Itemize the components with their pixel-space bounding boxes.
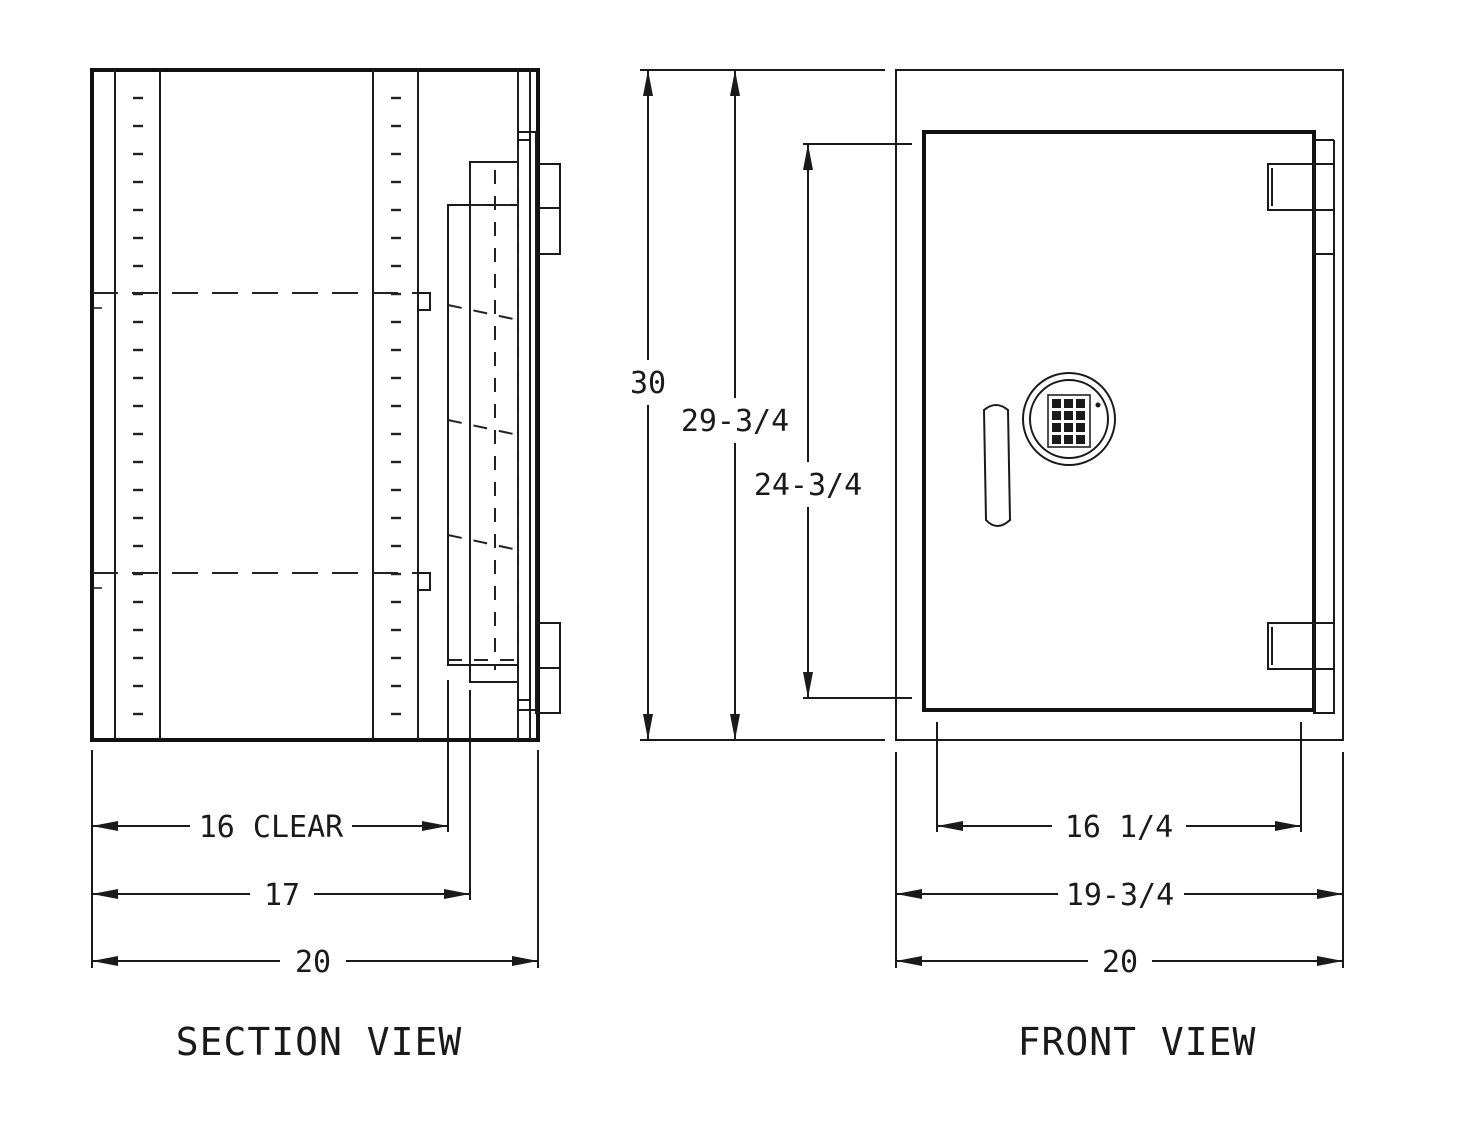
- front-view-title: FRONT VIEW: [1018, 1020, 1257, 1064]
- front-outer-body: [895, 69, 1344, 741]
- front-door: [922, 130, 1316, 712]
- front-hinge-bottom: [1267, 622, 1335, 714]
- dim-label-17: 17: [264, 878, 300, 913]
- keypad-key: [1076, 411, 1085, 420]
- dim-label-clear: 16 CLEAR: [199, 810, 344, 845]
- dim-label-30: 30: [630, 366, 666, 401]
- dim-arrow-17-left: [92, 889, 118, 899]
- dim-label-19-3-4: 19-3/4: [1066, 878, 1174, 913]
- keypad-key: [1076, 435, 1085, 444]
- dim-arrow-1614-right: [1275, 821, 1301, 831]
- dim-label-20-section: 20: [295, 945, 331, 980]
- dim-arrow-20f-left: [896, 956, 922, 966]
- dim-arrow-30-bottom: [643, 714, 653, 740]
- keypad-key: [1076, 399, 1085, 408]
- section-wall-ticks-right: [391, 96, 401, 716]
- keypad-key: [1064, 435, 1073, 444]
- dim-arrow-2434-top: [803, 144, 813, 170]
- section-shelf-upper-tab: [418, 292, 431, 311]
- keypad-key: [1052, 435, 1061, 444]
- dim-label-24-3-4: 24-3/4: [754, 468, 862, 503]
- section-outer-body: [90, 68, 540, 742]
- keypad-key: [1076, 423, 1085, 432]
- dim-arrow-2434-bottom: [803, 672, 813, 698]
- keypad-key: [1064, 399, 1073, 408]
- dim-arrow-clear-left: [92, 821, 118, 831]
- section-shelf-lower-tab: [418, 572, 431, 591]
- section-door-bolt-2: [447, 419, 519, 436]
- dim-label-16-1-4: 16 1/4: [1065, 810, 1173, 845]
- door-handle-icon: [982, 404, 1012, 527]
- keypad-key: [1052, 411, 1061, 420]
- keypad-keys: [1052, 399, 1085, 444]
- section-door-jamb-bottom: [517, 699, 531, 740]
- section-view: 16 CLEAR 17 20 SECTION VIEW: [90, 68, 561, 1064]
- keypad-key: [1052, 423, 1061, 432]
- section-door-inner-liner: [447, 204, 519, 666]
- dim-arrow-1934-right: [1317, 889, 1343, 899]
- dim-label-20-front: 20: [1102, 945, 1138, 980]
- section-wall-ticks-left: [133, 96, 143, 716]
- height-dimensions: 30 29-3/4 24-3/4: [630, 69, 912, 741]
- section-door-panel: [469, 161, 519, 683]
- dim-arrow-17-right: [444, 889, 470, 899]
- dim-label-29-3-4: 29-3/4: [681, 404, 789, 439]
- keypad-key: [1064, 423, 1073, 432]
- dim-arrow-2934-bottom: [730, 714, 740, 740]
- section-view-title: SECTION VIEW: [176, 1020, 463, 1064]
- keypad-key: [1064, 411, 1073, 420]
- dim-arrow-20f-right: [1317, 956, 1343, 966]
- keypad-lock-icon: [1022, 372, 1116, 466]
- dim-arrow-1934-left: [896, 889, 922, 899]
- keypad-key: [1052, 399, 1061, 408]
- dim-arrow-20s-right: [512, 956, 538, 966]
- section-door-bolt-3: [447, 534, 519, 551]
- section-door-slab: [517, 131, 537, 711]
- dim-arrow-30-top: [643, 70, 653, 96]
- dim-arrow-clear-right: [422, 821, 448, 831]
- front-hinge-top: [1267, 163, 1335, 255]
- dim-arrow-20s-left: [92, 956, 118, 966]
- front-view: 16 1/4 19-3/4 20 FRONT VIEW: [895, 69, 1344, 1064]
- section-door-bolt-1: [447, 304, 519, 321]
- dim-arrow-1614-left: [937, 821, 963, 831]
- dim-arrow-2934-top: [730, 70, 740, 96]
- section-door-jamb-top: [517, 70, 531, 141]
